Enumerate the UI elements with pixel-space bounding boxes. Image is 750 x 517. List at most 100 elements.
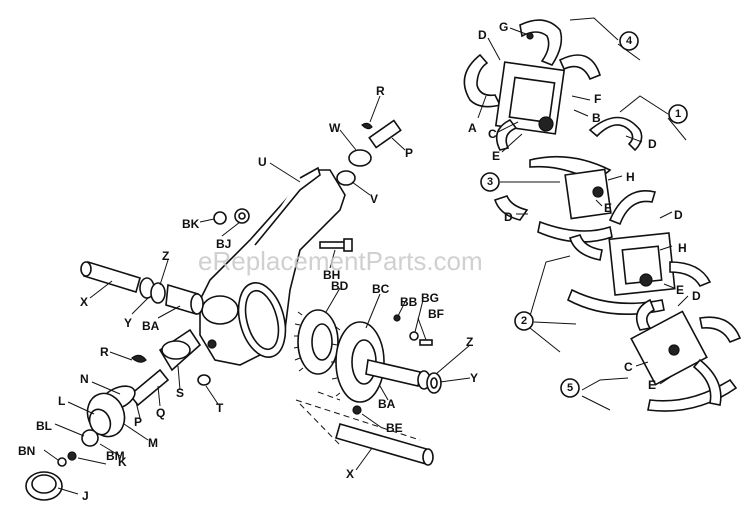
- label-bj: BJ: [216, 237, 231, 251]
- tine-low-2: [669, 261, 712, 288]
- label-u: U: [258, 155, 267, 169]
- bolt-bf: [419, 339, 433, 346]
- ring-z-left: [150, 282, 166, 304]
- housing-plug: [207, 339, 217, 349]
- label-bn: BN: [18, 444, 35, 458]
- label-z-left: Z: [162, 249, 169, 263]
- assembly-number-2: 2: [521, 315, 527, 327]
- part-be-bump: [352, 405, 362, 415]
- label-c-2: C: [624, 360, 633, 374]
- shaft-x-bottom-end: [422, 448, 434, 466]
- label-r-top: R: [376, 84, 385, 98]
- label-e-2: E: [604, 201, 612, 215]
- guide-line-1: [295, 399, 421, 441]
- label-d-1: D: [478, 28, 487, 42]
- tine-hub-mid: [592, 186, 604, 198]
- shaft-x-bottom: [335, 423, 431, 465]
- label-r-mid: R: [100, 345, 109, 359]
- ring-y-right-hole: [430, 377, 438, 389]
- label-bk: BK: [182, 217, 200, 231]
- label-ba-left: BA: [142, 319, 160, 333]
- transmission-assembly: [25, 119, 442, 501]
- label-y-right: Y: [470, 371, 478, 385]
- tine-plate-top-inner: [508, 76, 556, 124]
- label-be: BE: [386, 421, 403, 435]
- labels-right: G D A C F B E D H D E D H E D C E: [468, 20, 701, 392]
- tine-top-5: [588, 116, 643, 152]
- guide-line-3: [299, 403, 341, 446]
- label-bl: BL: [36, 419, 52, 433]
- bracket-1: [619, 95, 669, 115]
- bracket-5: [581, 377, 629, 391]
- sprocket-bc-teeth: [331, 326, 341, 397]
- housing-bore-inner: [244, 289, 280, 351]
- label-w: W: [329, 121, 341, 135]
- label-d-2: D: [648, 137, 657, 151]
- assembly-number-5-circle: [560, 378, 580, 398]
- shaft-p-top: [368, 119, 402, 149]
- label-v: V: [370, 192, 378, 206]
- label-k: K: [118, 455, 127, 469]
- gear-bd-hub: [311, 323, 333, 361]
- label-f: F: [594, 92, 601, 106]
- label-d-3: D: [504, 210, 513, 224]
- tine-top-3: [558, 54, 601, 81]
- tine-bottom-3: [647, 378, 738, 412]
- bushing-t: [197, 374, 211, 386]
- label-bb: BB: [400, 295, 418, 309]
- tine-bolt-g: [526, 32, 534, 40]
- label-b: B: [592, 111, 601, 125]
- assembly-number-3: 3: [487, 176, 493, 188]
- label-m: M: [148, 436, 158, 450]
- shaft-x-left: [83, 260, 141, 294]
- label-q: Q: [156, 406, 165, 420]
- assembly-number-4: 4: [626, 35, 633, 47]
- bolt-bh-head: [343, 238, 353, 252]
- assembly-number-4-circle: [619, 31, 639, 51]
- guide-line-2: [317, 391, 341, 401]
- label-bg: BG: [421, 291, 439, 305]
- washer-bk: [213, 211, 227, 225]
- bracket-2b: [529, 255, 571, 317]
- bearing-ba-end: [190, 293, 204, 315]
- label-h-1: H: [626, 170, 635, 184]
- pin-r-mid: [131, 354, 147, 363]
- label-ba-right: BA: [378, 397, 396, 411]
- label-bc: BC: [372, 282, 390, 296]
- tine-top-1: [463, 53, 502, 108]
- assembly-number-1-circle: [668, 104, 688, 124]
- label-t: T: [216, 401, 224, 415]
- label-c-1: C: [488, 127, 497, 141]
- bracket-1b: [667, 117, 687, 141]
- tine-bottom-4: [692, 358, 722, 406]
- label-z-right: Z: [466, 335, 473, 349]
- tine-top-4: [495, 118, 518, 151]
- gear-bd-teeth: [293, 311, 304, 372]
- nut-bj-hole: [238, 212, 246, 220]
- pin-r-top: [361, 122, 373, 130]
- assembly-number-1: 1: [675, 108, 681, 120]
- label-bd: BD: [331, 279, 349, 293]
- bearing-w: [348, 149, 372, 167]
- bushing-v: [336, 170, 356, 186]
- label-x-left: X: [80, 295, 88, 309]
- labels-left: R W P U V BK BJ BH BD BC BB BG BF Z Z X …: [18, 84, 478, 503]
- bracket-2c: [529, 327, 561, 353]
- bolt-bb: [393, 314, 401, 322]
- leader-lines-left: [43, 95, 471, 495]
- label-e-4: E: [648, 378, 656, 392]
- label-p-top: P: [405, 146, 413, 160]
- tine-plate-mid: [564, 168, 612, 220]
- coupling-l-inner: [88, 408, 112, 436]
- shaft-q: [128, 368, 170, 407]
- label-y-left: Y: [124, 316, 132, 330]
- label-d-4: D: [674, 208, 683, 222]
- watermark: eReplacementParts.com: [198, 246, 483, 276]
- bracket-4: [569, 17, 619, 41]
- label-p-mid: P: [134, 415, 142, 429]
- bolt-bg: [409, 331, 419, 341]
- housing-flange: [254, 166, 321, 246]
- cone-s-base: [161, 340, 191, 360]
- label-s: S: [176, 386, 184, 400]
